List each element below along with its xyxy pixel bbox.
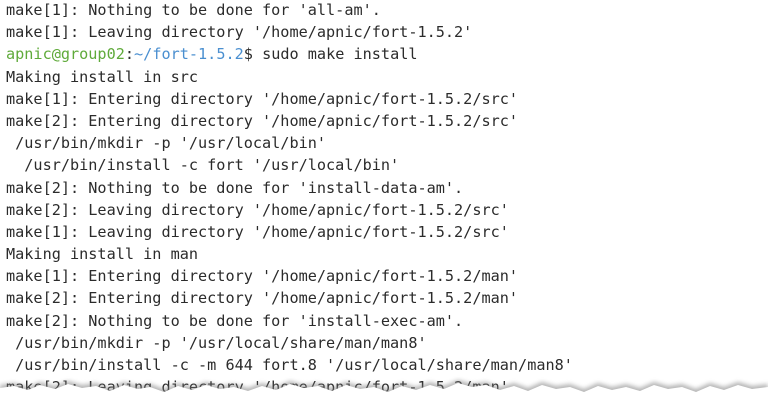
output-line: /usr/bin/install -c -m 644 fort.8 '/usr/… (6, 356, 573, 374)
output-line: make[1]: Nothing to be done for 'all-am'… (6, 1, 381, 19)
output-line: Making install in man (6, 245, 199, 264)
terminal-output: make[1]: Nothing to be done for 'all-am'… (6, 0, 573, 398)
output-line: make[2]: Leaving directory '/home/apnic/… (6, 200, 509, 219)
command-line: apnic@group02:~/fort-1.5.2$ sudo make in… (6, 43, 573, 65)
prompt-user-host: apnic@group02 (6, 45, 125, 64)
output-line: /usr/bin/mkdir -p '/usr/local/bin' (6, 134, 327, 153)
prompt-path: ~/fort-1.5.2 (134, 45, 244, 64)
output-line: Making install in src (6, 67, 199, 86)
output-line: make[2]: Nothing to be done for 'install… (6, 178, 464, 197)
output-line: make[1]: Leaving directory '/home/apnic/… (6, 222, 509, 241)
prompt-symbol: $ (243, 45, 253, 64)
output-line: make[1]: Entering directory '/home/apnic… (6, 89, 519, 108)
output-line: make[1]: Leaving directory '/home/apnic/… (6, 23, 473, 42)
output-line: /usr/bin/install -c fort '/usr/local/bin… (6, 156, 400, 175)
output-line: make[2]: Entering directory '/home/apnic… (6, 111, 519, 130)
torn-paper-edge (0, 380, 768, 407)
output-line: make[2]: Entering directory '/home/apnic… (6, 289, 519, 308)
prompt-colon: : (124, 45, 135, 64)
output-line: make[1]: Entering directory '/home/apnic… (6, 267, 519, 286)
output-line: make[2]: Nothing to be done for 'install… (6, 311, 464, 330)
output-line: /usr/bin/mkdir -p '/usr/local/share/man/… (6, 333, 427, 352)
command-text: sudo make install (252, 45, 418, 64)
